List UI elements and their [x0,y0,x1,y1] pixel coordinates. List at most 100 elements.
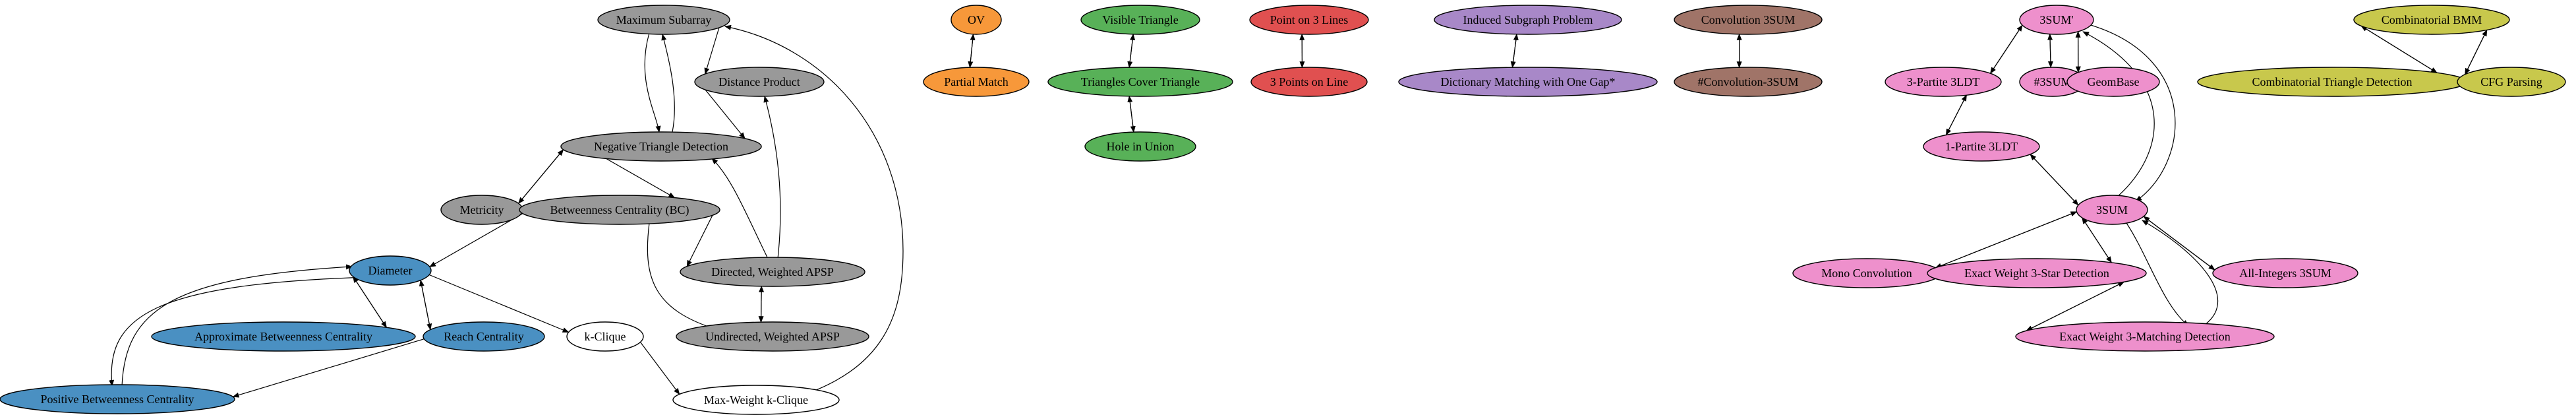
node-betweenness: Betweenness Centrality (BC) [519,195,720,225]
edge-directed-apsp-to-distance-product [763,96,781,259]
node-induced-subgraph: Induced Subgraph Problem [1434,5,1622,35]
node-three-sum: 3SUM [2076,195,2148,225]
edge-exact-star-to-three-sum [2082,217,2112,263]
node-ellipse [151,321,416,352]
node-label: 3-Partite 3LDT [1907,75,1979,88]
node-ellipse [349,255,432,286]
node-ellipse [676,321,869,352]
node-label: k-Clique [585,330,626,343]
node-three-partite: 3-Partite 3LDT [1885,67,2002,97]
node-label: Betweenness Centrality (BC) [550,203,689,217]
edge-three-sum-prime-to-three-sum [2090,24,2176,202]
node-label: Maximum Subarray [616,13,711,26]
edge-all-integers-to-three-sum [2143,216,2215,271]
node-diameter: Diameter [349,255,432,286]
node-exact-matching: Exact Weight 3-Matching Detection [2015,321,2275,352]
node-metricity: Metricity [440,195,523,225]
node-ellipse [672,385,840,415]
node-ellipse [1398,67,1658,97]
node-conv-3sum: Convolution 3SUM [1674,5,1823,35]
node-label: Undirected, Weighted APSP [705,330,840,343]
node-all-integers: All-Integers 3SUM [2212,258,2358,288]
node-label: 3SUM' [2039,13,2073,26]
node-comb-triangle: Combinatorial Triangle Detection [2197,67,2467,97]
node-num-3sum: #3SUM [2019,67,2086,97]
node-label: Dictionary Matching with One Gap* [1441,75,1616,88]
edge-three-sum-to-three-sum-prime [2082,31,2155,199]
node-ellipse [2076,195,2148,225]
node-undirected-apsp: Undirected, Weighted APSP [676,321,869,352]
node-label: Triangles Cover Triangle [1081,75,1200,88]
node-label: Visible Triangle [1102,13,1178,26]
edge-three-sum-to-one-partite [2030,154,2079,206]
edge-metricity-to-neg-triangle [518,149,564,204]
node-ellipse [1674,5,1823,35]
node-ellipse [423,321,545,352]
node-visible-triangle: Visible Triangle [1080,5,1200,35]
edge-reach-centrality-to-diameter [419,279,431,330]
node-label: OV [968,13,985,26]
node-directed-apsp: Directed, Weighted APSP [680,257,865,287]
edge-betweenness-to-undirected-apsp [647,222,719,331]
node-three-points-line: 3 Points on Line [1250,67,1368,97]
node-label: Exact Weight 3-Star Detection [1964,267,2109,280]
node-label: Partial Match [944,75,1008,88]
node-label: 3 Points on Line [1270,75,1349,88]
edge-neg-triangle-to-betweenness [606,158,676,199]
edge-directed-apsp-to-neg-triangle [711,158,769,259]
edge-one-partite-to-three-partite [1945,94,1967,135]
node-cfg-parsing: CFG Parsing [2457,67,2566,97]
node-num-conv-3sum: #Convolution-3SUM [1674,67,1823,97]
node-ellipse [1434,5,1622,35]
node-ellipse [2457,67,2566,97]
node-geombase: GeomBase [2066,67,2160,97]
node-ellipse [2353,5,2510,35]
node-neg-triangle: Negative Triangle Detection [560,131,762,162]
node-ellipse [1080,5,1200,35]
edge-diameter-to-positive-bc [109,276,370,387]
node-partial-match: Partial Match [923,67,1030,97]
node-label: 1-Partite 3LDT [1945,140,2018,153]
node-ellipse [1084,131,1196,162]
node-ellipse [2015,321,2275,352]
edge-max-subarray-to-distance-product [704,27,720,75]
node-ellipse [951,5,1002,35]
node-ellipse [0,384,235,414]
edge-positive-bc-to-diameter [121,264,353,387]
node-ellipse [1674,67,1823,97]
node-ellipse [1923,131,2040,162]
node-ellipse [519,195,720,225]
node-label: Convolution 3SUM [1701,13,1796,26]
node-triangles-cover: Triangles Cover Triangle [1047,67,1233,97]
edge-k-clique-to-max-weight-clique [640,342,680,395]
node-ellipse [694,67,825,97]
node-label: Metricity [460,203,504,216]
node-label: Combinatorial Triangle Detection [2252,75,2413,88]
node-label: Distance Product [718,75,800,88]
edge-max-subarray-to-neg-triangle [644,32,661,133]
node-ellipse [560,131,762,162]
node-hole-union: Hole in Union [1084,131,1196,162]
node-exact-star: Exact Weight 3-Star Detection [1927,258,2147,288]
edges-layer [109,24,2488,398]
node-one-partite: 1-Partite 3LDT [1923,131,2040,162]
node-label: Induced Subgraph Problem [1463,13,1593,26]
node-ellipse [923,67,1030,97]
edge-approx-bc-to-diameter [353,276,387,328]
node-ellipse [2066,67,2160,97]
node-label: Reach Centrality [444,330,523,343]
node-ellipse [597,5,730,35]
node-label: Mono Convolution [1821,267,1912,280]
node-max-weight-clique: Max-Weight k-Clique [672,385,840,415]
node-ov: OV [951,5,1002,35]
edge-exact-matching-to-exact-star [2026,281,2125,331]
node-ellipse [1927,258,2147,288]
node-ellipse [2019,5,2094,35]
edge-hole-union-to-triangles-cover [1127,95,1134,133]
node-approx-bc: Approximate Betweenness Centrality [151,321,416,352]
node-three-sum-prime: 3SUM' [2019,5,2094,35]
node-label: #3SUM [2034,75,2071,88]
edge-distance-product-to-neg-triangle [705,89,746,139]
node-max-subarray: Maximum Subarray [597,5,730,35]
